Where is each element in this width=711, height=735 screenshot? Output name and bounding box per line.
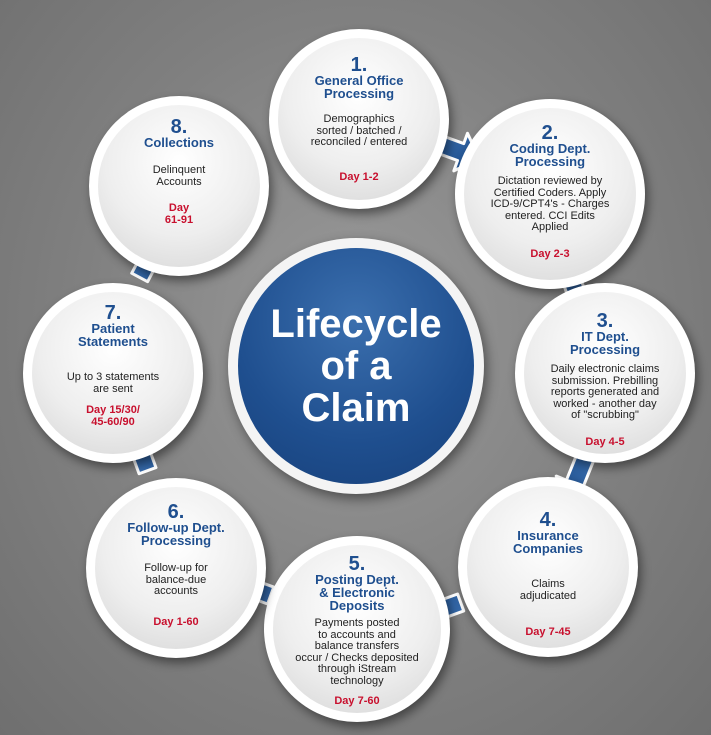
step-title: Coding Dept. Processing bbox=[509, 141, 591, 169]
step-description: Payments posted to accounts and balance … bbox=[295, 617, 419, 687]
step-number: 2 bbox=[541, 122, 553, 144]
step-day: Day 7-45 bbox=[525, 626, 571, 638]
step-description: Demographics sorted / batched / reconcil… bbox=[310, 113, 408, 148]
step-description: Claims adjudicated bbox=[519, 578, 577, 602]
step-number: 8 bbox=[170, 116, 182, 138]
step-day: Day 2-3 bbox=[530, 247, 570, 260]
step-5-posting-dept: 5. Posting Dept. & Electronic Deposits P… bbox=[264, 536, 450, 722]
step-title: General Office Processing bbox=[314, 73, 404, 101]
step-description: Daily electronic claims submission. Preb… bbox=[550, 363, 660, 421]
step-number: 7 bbox=[104, 302, 116, 324]
step-day: Day 15/30/ 45-60/90 bbox=[86, 404, 140, 428]
step-day: Day 7-60 bbox=[334, 695, 380, 707]
step-description: Up to 3 statements are sent bbox=[66, 371, 160, 395]
step-1-general-office: 1. General Office Processing Demographic… bbox=[269, 29, 449, 209]
step-6-follow-up-dept: 6. Follow-up Dept. Processing Follow-up … bbox=[86, 478, 266, 658]
step-description: Dictation reviewed by Certified Coders. … bbox=[490, 175, 610, 233]
step-title: Patient Statements bbox=[77, 321, 149, 349]
step-8-collections: 8. Collections Delinquent Accounts Day 6… bbox=[89, 96, 269, 276]
step-number: 4 bbox=[539, 509, 551, 531]
step-number: 1 bbox=[350, 54, 362, 76]
step-title: Posting Dept. & Electronic Deposits bbox=[315, 572, 399, 613]
step-7-patient-statements: 7. Patient Statements Up to 3 statements… bbox=[23, 283, 203, 463]
step-description: Delinquent Accounts bbox=[152, 164, 206, 188]
step-number: 5 bbox=[348, 553, 360, 575]
step-number: 3 bbox=[596, 310, 608, 332]
step-description: Follow-up for balance-due accounts bbox=[144, 562, 208, 597]
step-day: Day 61-91 bbox=[164, 202, 194, 226]
step-2-coding-dept: 2. Coding Dept. Processing Dictation rev… bbox=[455, 99, 645, 289]
step-title: Insurance Companies bbox=[512, 528, 584, 556]
step-title: Collections bbox=[143, 135, 215, 150]
step-4-insurance: 4. Insurance Companies Claims adjudicate… bbox=[458, 477, 638, 657]
step-day: Day 1-2 bbox=[339, 170, 379, 183]
center-circle: Lifecycle of a Claim bbox=[228, 238, 484, 494]
step-number: 6 bbox=[167, 501, 179, 523]
step-3-it-dept: 3. IT Dept. Processing Daily electronic … bbox=[515, 283, 695, 463]
step-day: Day 1-60 bbox=[153, 615, 199, 628]
step-day: Day 4-5 bbox=[585, 435, 625, 448]
step-title: IT Dept. Processing bbox=[569, 329, 641, 357]
step-title: Follow-up Dept. Processing bbox=[127, 520, 225, 548]
diagram-title: Lifecycle of a Claim bbox=[270, 302, 442, 430]
